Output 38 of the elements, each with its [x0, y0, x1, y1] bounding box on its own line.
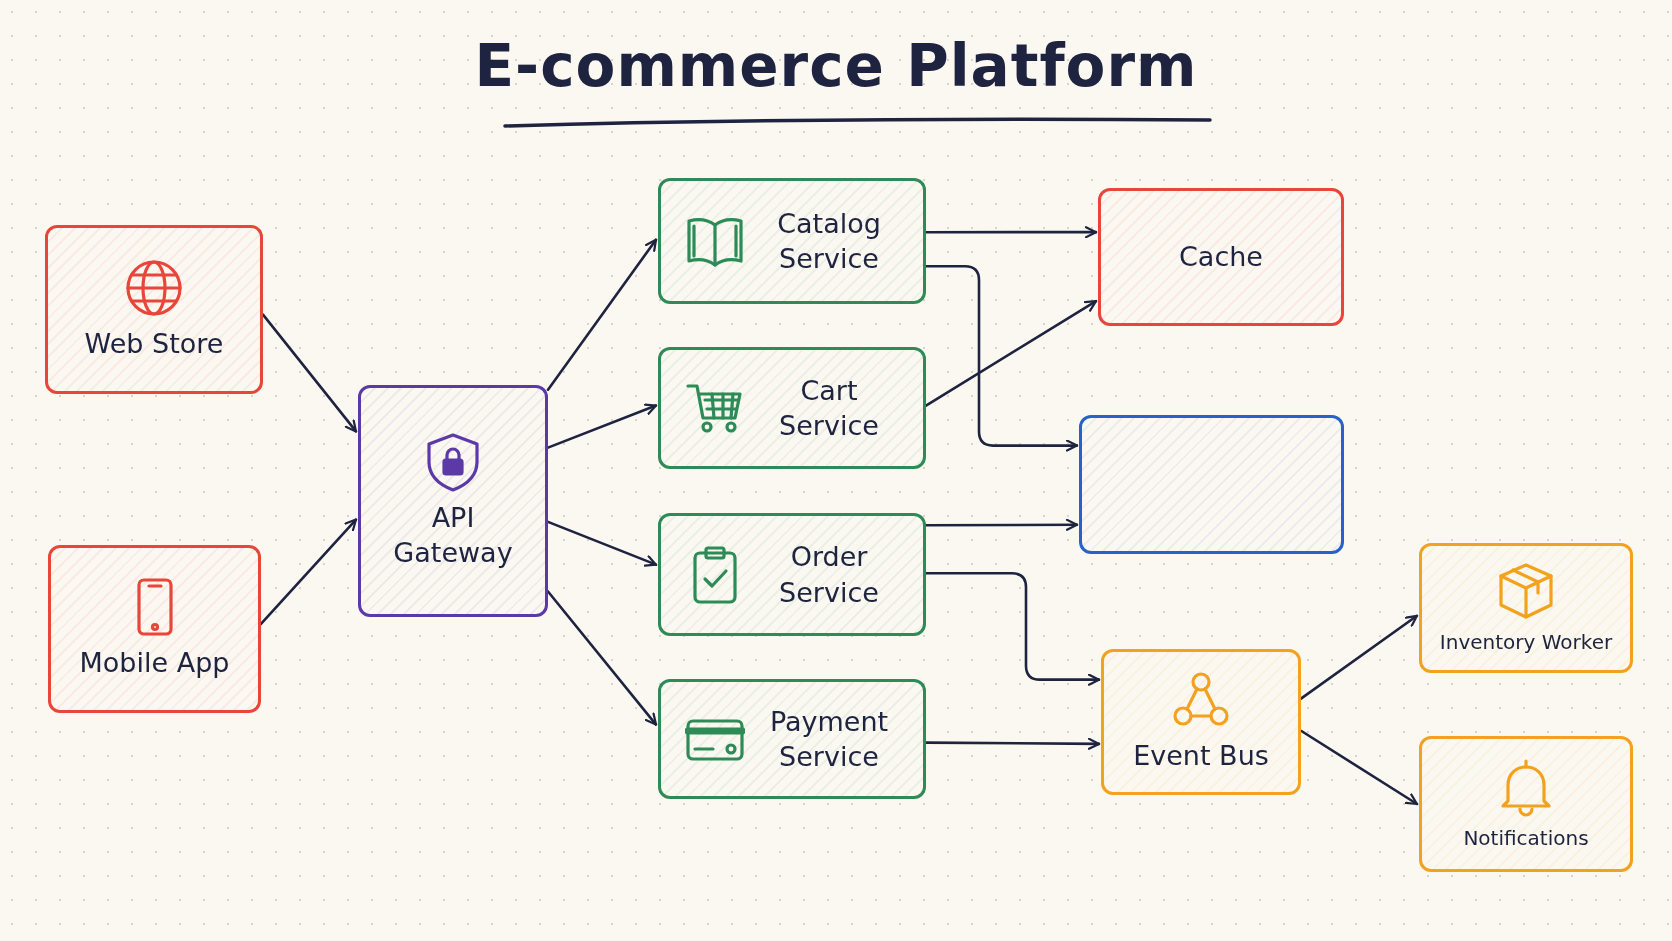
- service-box: [1098, 188, 1344, 326]
- service-box: [1419, 543, 1633, 673]
- service-box: [48, 545, 261, 713]
- service-box: [658, 347, 926, 469]
- node-label: API Gateway: [392, 500, 514, 570]
- service-box: [358, 385, 548, 617]
- arrow: [546, 403, 658, 449]
- arrow: [1299, 729, 1419, 806]
- node-label: Mobile App: [79, 646, 230, 681]
- node-label: Web Store: [84, 326, 224, 361]
- arrow: [924, 299, 1098, 407]
- node-label: Inventory Worker: [1439, 629, 1613, 655]
- node-label: Order Service: [778, 540, 880, 610]
- service-box: [658, 178, 926, 304]
- arrow: [1299, 614, 1419, 700]
- database-box: [1079, 415, 1344, 554]
- arrow: [546, 520, 658, 567]
- arrow: [259, 518, 358, 626]
- title: E-commerce Platform: [474, 32, 1198, 100]
- node-label: Catalog Service: [776, 206, 882, 276]
- arrow: [924, 226, 1098, 239]
- node-label: Cart Service: [778, 373, 880, 443]
- service-box: [658, 679, 926, 799]
- node-label: Event Bus: [1133, 739, 1269, 774]
- service-box: [1101, 649, 1301, 795]
- service-box: [1419, 736, 1633, 872]
- arrow: [924, 571, 1101, 686]
- arrow: [546, 590, 658, 726]
- service-box: [658, 513, 926, 636]
- service-box: [45, 225, 263, 394]
- node-label: Payment Service: [768, 704, 890, 774]
- arrow: [924, 264, 1079, 452]
- arrow: [924, 737, 1101, 750]
- arrow: [924, 518, 1079, 531]
- node-label: Cache: [1179, 240, 1263, 275]
- arrow: [261, 313, 358, 433]
- arrow: [546, 238, 658, 391]
- node-label: Notifications: [1463, 825, 1589, 851]
